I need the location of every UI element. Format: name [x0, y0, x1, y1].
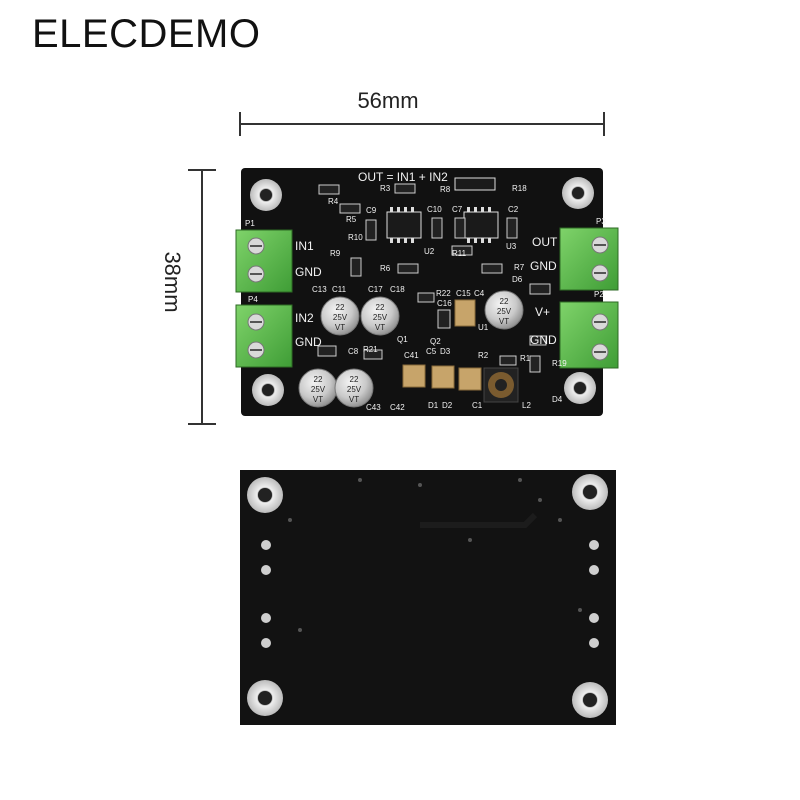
cap-c4-value: 22	[499, 297, 509, 306]
label-u2: U2	[424, 247, 435, 256]
label-c4: C4	[474, 289, 485, 298]
label-r6: R6	[380, 264, 391, 273]
label-vplus: V+	[535, 305, 551, 319]
label-gnd2: GND	[295, 335, 322, 349]
label-l2: L2	[522, 401, 531, 410]
cap-c4-voltage: 25V	[496, 307, 512, 316]
label-c1: C1	[472, 401, 483, 410]
label-r21: R21	[363, 345, 378, 354]
label-p1: P1	[245, 219, 255, 228]
label-gnd4: GND	[530, 333, 557, 347]
tantalum-caps	[402, 299, 482, 391]
label-c11: C11	[332, 285, 347, 294]
label-r11: R11	[452, 249, 467, 258]
label-c43: C43	[366, 403, 381, 412]
label-r9: R9	[330, 249, 341, 258]
smd-parts	[317, 183, 551, 373]
label-r10: R10	[348, 233, 363, 242]
terminal-block-p2	[559, 301, 619, 369]
terminal-block-p1	[235, 229, 293, 293]
label-r2: R2	[478, 351, 489, 360]
label-gnd3: GND	[530, 259, 557, 273]
cap-c43a-voltage: 25V	[310, 385, 326, 394]
label-u3: U3	[506, 242, 517, 251]
label-gnd1: GND	[295, 265, 322, 279]
label-d2: D2	[442, 401, 453, 410]
cap-c17-value: 22	[375, 303, 385, 312]
label-r8: R8	[440, 185, 451, 194]
terminal-block-p3	[559, 227, 619, 291]
cap-c11-value: 22	[335, 303, 345, 312]
inductor-l2	[483, 367, 519, 403]
label-c2: C2	[508, 205, 519, 214]
copper-trace	[420, 512, 538, 528]
vias	[288, 478, 582, 632]
label-c5: C5	[426, 347, 437, 356]
label-r18: R18	[512, 184, 527, 193]
label-c8: C8	[348, 347, 359, 356]
cap-c43a-brand: VT	[312, 395, 324, 404]
label-r22: R22	[436, 289, 451, 298]
label-q1: Q1	[397, 335, 408, 344]
label-u1: U1	[478, 323, 489, 332]
label-r7: R7	[514, 263, 525, 272]
label-p2: P2	[594, 290, 604, 299]
label-c13: C13	[312, 285, 327, 294]
label-c18: C18	[390, 285, 405, 294]
ics	[386, 177, 499, 239]
label-r3: R3	[380, 184, 391, 193]
label-c15: C15	[456, 289, 471, 298]
label-p3: P3	[596, 217, 606, 226]
label-out: OUT	[532, 235, 558, 249]
cap-c43a-value: 22	[313, 375, 323, 384]
label-d4: D4	[552, 395, 563, 404]
width-label: 56mm	[357, 88, 419, 113]
mounting-holes-bottom	[247, 474, 608, 718]
label-in1: IN1	[295, 239, 314, 253]
ic-pins	[390, 207, 491, 243]
label-r1: R1	[520, 354, 531, 363]
cap-c11-brand: VT	[334, 323, 346, 332]
formula-label: OUT = IN1 + IN2	[358, 170, 448, 184]
label-c10: C10	[427, 205, 442, 214]
cap-c43b-value: 22	[349, 375, 359, 384]
label-in2: IN2	[295, 311, 314, 325]
label-r4: R4	[328, 197, 339, 206]
cap-c4-brand: VT	[498, 317, 510, 326]
label-c41: C41	[404, 351, 419, 360]
terminal-block-p4	[235, 304, 293, 368]
label-d1: D1	[428, 401, 439, 410]
cap-c17-brand: VT	[374, 323, 386, 332]
solder-joints-right	[589, 540, 599, 648]
cap-c17-voltage: 25V	[372, 313, 388, 322]
electrolytic-caps	[298, 290, 524, 408]
solder-joints-left	[261, 540, 271, 648]
pcb-board-bottom	[240, 470, 616, 725]
label-c9: C9	[366, 206, 377, 215]
label-c16: C16	[437, 299, 452, 308]
brand-title: ELECDEMO	[32, 12, 261, 56]
cap-c11-voltage: 25V	[332, 313, 348, 322]
label-c7: C7	[452, 205, 463, 214]
label-q2: Q2	[430, 337, 441, 346]
cap-c43b-voltage: 25V	[346, 385, 362, 394]
label-c42: C42	[390, 403, 405, 412]
label-r5: R5	[346, 215, 357, 224]
mounting-holes-top	[250, 177, 596, 406]
label-d3: D3	[440, 347, 451, 356]
label-c17: C17	[368, 285, 383, 294]
label-d6: D6	[512, 275, 523, 284]
label-r19: R19	[552, 359, 567, 368]
cap-c43b-brand: VT	[348, 395, 360, 404]
label-p4: P4	[248, 295, 258, 304]
